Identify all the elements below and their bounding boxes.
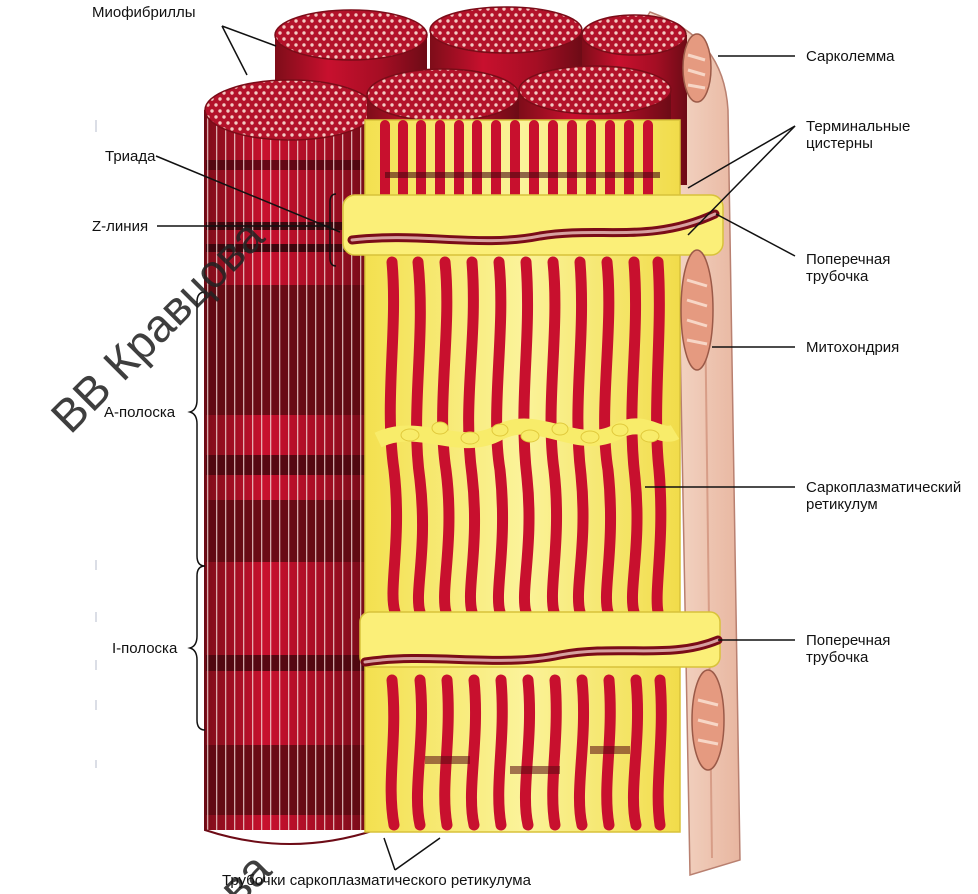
label-sarcolemma: Сарколемма	[806, 48, 895, 65]
label-z-line: Z-линия	[92, 218, 148, 235]
label-triad: Триада	[105, 148, 155, 165]
label-terminal-cisterns: Терминальные цистерны	[806, 118, 931, 152]
label-t-tubule-bottom: Поперечная трубочка	[806, 632, 916, 666]
label-a-band: А-полоска	[104, 404, 175, 421]
label-i-band: I-полоска	[112, 640, 177, 657]
label-mitochondrion: Митохондрия	[806, 339, 899, 356]
label-sr-tubules: Трубочки саркоплазматического ретикулума	[222, 872, 531, 889]
label-sarcoplasmic-reticulum: Саркоплазматический ретикулум	[806, 479, 976, 513]
label-myofibrils: Миофибриллы	[92, 4, 196, 21]
label-t-tubule-top: Поперечная трубочка	[806, 251, 916, 285]
